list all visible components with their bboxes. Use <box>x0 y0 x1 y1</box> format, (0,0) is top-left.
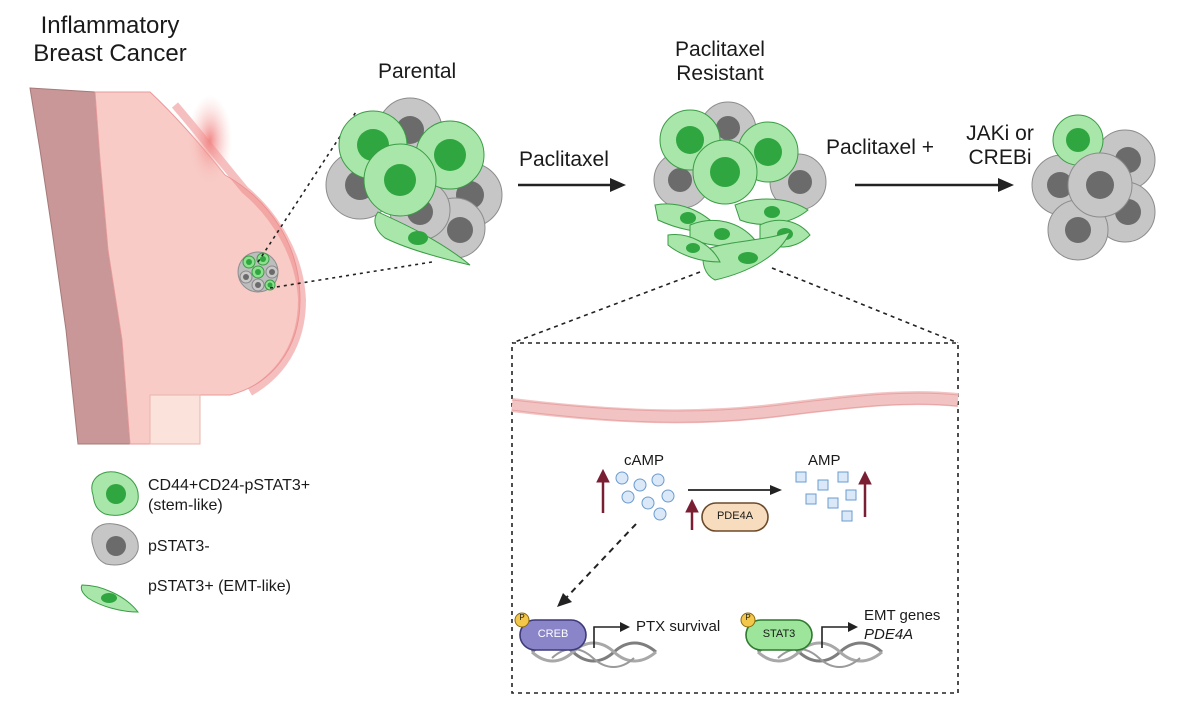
zoom-line-right <box>771 267 959 344</box>
breast-tumor-cluster <box>237 251 279 293</box>
creb-phospho-label: P <box>519 613 525 622</box>
inhibitors-label: JAKi or CREBi <box>966 122 1034 170</box>
stem-like-cell-icon <box>91 471 139 516</box>
stem-like-cell <box>363 143 437 217</box>
resistant-cell-cluster <box>653 101 827 281</box>
legend-stem-like-line1: CD44+CD24-pSTAT3+ <box>148 477 311 494</box>
stat3-phospho-icon <box>740 612 756 628</box>
zoom-line-left <box>511 271 701 344</box>
stat3-factor <box>745 619 813 651</box>
resistant-label: Paclitaxel Resistant <box>675 38 765 86</box>
pde4a-enzyme <box>701 502 769 532</box>
stat3-target-line2: PDE4A <box>864 626 914 643</box>
treated-cell-cluster <box>1031 114 1156 261</box>
pstat3-negative-cell-icon <box>91 523 139 566</box>
stem-like-cell <box>1052 114 1104 166</box>
combination-prefix-label: Paclitaxel + <box>826 136 934 159</box>
stat3-label: STAT3 <box>762 628 796 640</box>
stat3-transcription-arrow <box>821 626 850 648</box>
parental-cell-cluster <box>325 97 503 266</box>
emt-like-cell <box>667 234 721 263</box>
paclitaxel-arrow-head <box>610 178 626 192</box>
camp-label: cAMP <box>624 452 665 469</box>
parental-label: Parental <box>378 60 457 83</box>
emt-like-cell <box>734 198 809 225</box>
amp-label: AMP <box>808 452 841 469</box>
legend-pstat3-negative: pSTAT3- <box>148 538 210 555</box>
paclitaxel-step-label: Paclitaxel <box>519 148 609 171</box>
creb-transcription-arrow <box>593 626 622 648</box>
creb-target-label: PTX survival <box>636 618 721 635</box>
breast-lower-fold <box>149 394 201 445</box>
increase-arrows <box>596 468 872 530</box>
emt-like-cell <box>702 231 791 281</box>
emt-like-cell-icon <box>80 584 140 613</box>
camp-to-creb-arrow <box>565 523 637 599</box>
page-title: Inflammatory Breast Cancer <box>33 12 187 67</box>
creb-label: CREB <box>537 628 569 640</box>
inflamed-region <box>188 95 232 185</box>
stat3-target-line1: EMT genes <box>864 607 941 624</box>
stat3-phospho-label: P <box>745 613 751 622</box>
amp-molecules <box>795 471 857 522</box>
pde4a-label: PDE4A <box>716 510 754 522</box>
creb-phospho-icon <box>514 612 530 628</box>
legend-emt-like: pSTAT3+ (EMT-like) <box>148 578 291 595</box>
breast-illustration <box>29 87 433 445</box>
emt-like-cell <box>374 211 471 266</box>
combination-arrow-head <box>998 178 1014 192</box>
creb-factor <box>519 619 587 651</box>
legend-stem-like-line2: (stem-like) <box>148 497 223 514</box>
stem-like-cell <box>692 139 758 205</box>
cell-membrane <box>511 391 959 424</box>
pstat3-negative-cell <box>1067 152 1133 218</box>
camp-molecules <box>615 471 675 521</box>
